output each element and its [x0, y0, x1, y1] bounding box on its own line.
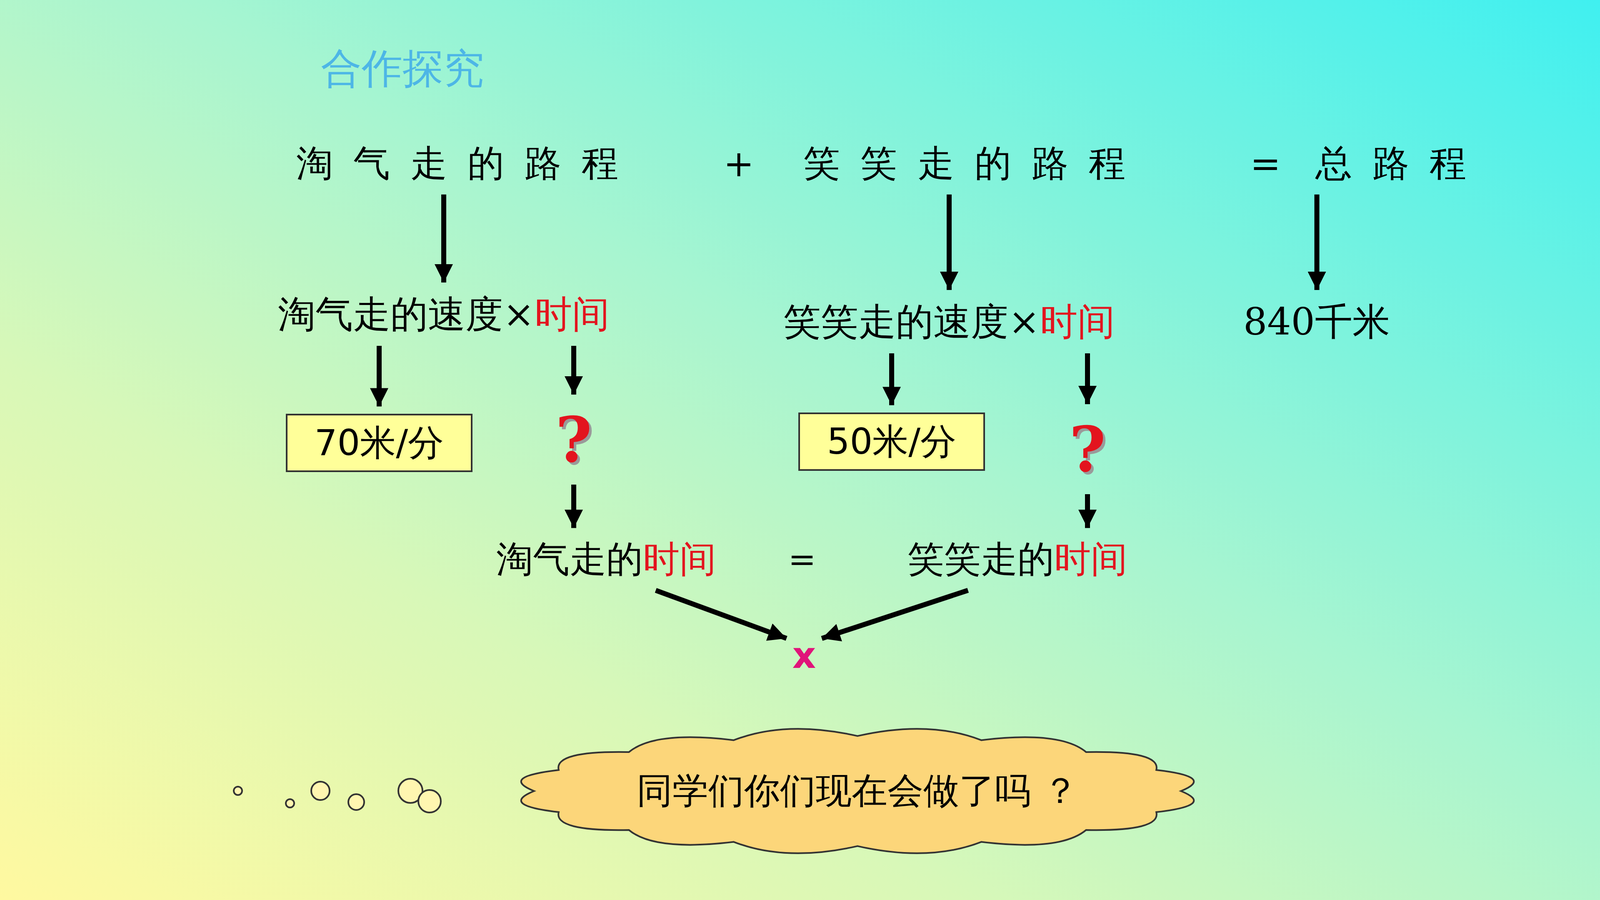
slide-title: 合作探究: [320, 41, 485, 97]
text-node: 总路程: [1312, 139, 1490, 188]
question-mark: ?: [1065, 411, 1110, 487]
text-node: 淘气走的速度×时间: [275, 290, 612, 339]
node-text: 笑笑走的路程: [803, 141, 1146, 185]
text-node: 840千米: [1240, 297, 1393, 346]
node-text: 同学们你们现在会做了吗 ？: [636, 769, 1078, 813]
node-text: ?: [1069, 412, 1106, 486]
flow-arrow: [571, 345, 577, 395]
time-term: 时间: [1040, 299, 1115, 344]
unknown-x: x: [792, 633, 817, 678]
node-text: 840千米: [1243, 299, 1390, 344]
operator-sign: =: [1250, 142, 1281, 185]
time-term: 时间: [534, 292, 610, 336]
thought-cloud: 同学们你们现在会做了吗 ？: [490, 714, 1225, 868]
value-box: 70米/分: [285, 413, 473, 472]
flow-arrow: [821, 590, 968, 639]
node-text: 50米/分: [827, 420, 957, 463]
flow-arrow: [1314, 194, 1320, 290]
bubble-dot: [418, 790, 441, 813]
bubble-dot: [311, 781, 330, 800]
node-text: 70米/分: [314, 421, 444, 464]
question-mark: ?: [552, 402, 596, 478]
text-node: 淘气走的路程: [293, 139, 642, 188]
flow-arrow: [1085, 353, 1090, 405]
operator-sign: =: [787, 540, 816, 579]
text-node: 淘气走的时间: [493, 535, 719, 583]
flow-arrow: [1085, 494, 1090, 528]
flow-arrow: [571, 484, 577, 528]
flow-arrow: [889, 353, 895, 405]
text-node: 笑笑走的时间: [905, 535, 1130, 583]
bubble-dot: [285, 799, 295, 808]
node-text: 笑笑走的: [907, 537, 1055, 581]
node-text: 淘气走的: [496, 537, 643, 581]
text-node: 笑笑走的速度×时间: [780, 297, 1118, 346]
bubble-dot: [348, 794, 365, 810]
flow-arrow: [946, 194, 952, 290]
time-term: 时间: [1054, 537, 1128, 581]
flow-arrow: [376, 345, 382, 407]
node-text: ?: [555, 402, 593, 477]
node-text: x: [792, 633, 817, 677]
node-text: 淘气走的速度×: [277, 292, 535, 336]
time-term: 时间: [642, 537, 717, 581]
bubble-dot: [233, 786, 243, 795]
value-box: 50米/分: [798, 412, 985, 471]
node-text: 总路程: [1315, 141, 1487, 185]
flow-arrow: [441, 194, 447, 283]
flow-arrow: [655, 590, 787, 639]
node-text: 笑笑走的速度×: [783, 299, 1040, 344]
node-text: 淘气走的路程: [296, 141, 639, 185]
operator-sign: +: [723, 142, 755, 185]
text-node: 笑笑走的路程: [800, 139, 1149, 188]
